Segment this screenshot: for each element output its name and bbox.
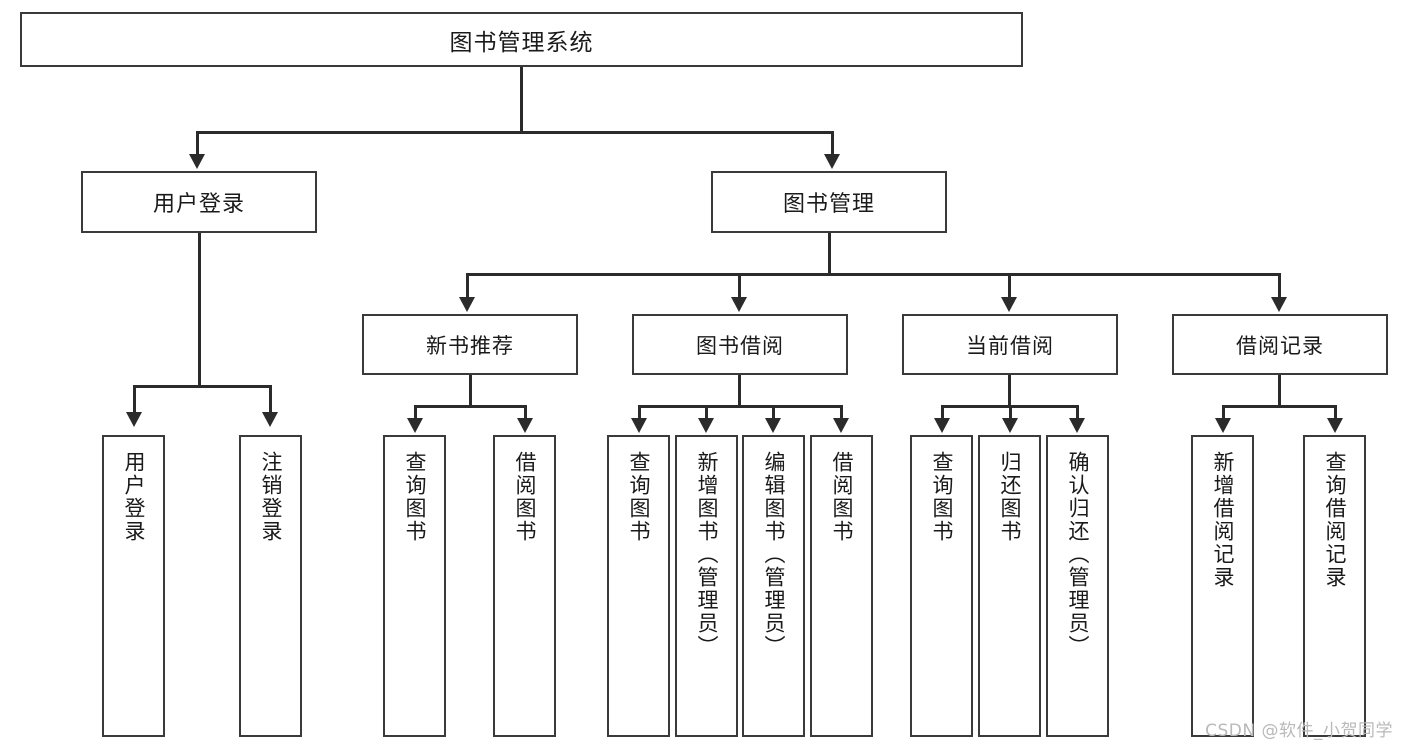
node-label: 图书管理系统 bbox=[449, 29, 594, 56]
node-user-login[interactable]: 用户登录 bbox=[81, 171, 317, 233]
node-label: 新书推荐 bbox=[426, 333, 514, 358]
arrow-current-borrow-leaf-2 bbox=[1002, 418, 1018, 433]
leaf-current-borrow-1[interactable]: 查询图书 bbox=[910, 435, 973, 737]
leaf-label: 归还图书 bbox=[997, 451, 1022, 543]
connector-book-borrow-leaf-2 bbox=[705, 405, 708, 421]
connector-to-current-borrow bbox=[1008, 273, 1011, 300]
arrow-new-book-leaf-1 bbox=[407, 418, 423, 433]
leaf-book-borrow-1[interactable]: 查询图书 bbox=[607, 435, 670, 737]
connector-root-to-book-manage bbox=[831, 131, 834, 157]
leaf-label: 编辑图书（管理员） bbox=[761, 451, 786, 658]
connector-root-to-user-login bbox=[196, 131, 199, 157]
leaf-label: 新增借阅记录 bbox=[1210, 451, 1235, 589]
leaf-label: 新增图书（管理员） bbox=[694, 451, 719, 658]
connector-current-borrow-leaf-3 bbox=[1076, 405, 1079, 421]
node-new-book-recommend[interactable]: 新书推荐 bbox=[362, 314, 578, 375]
connector-new-book-trunk bbox=[469, 375, 472, 405]
connector-book-borrow-leaf-4 bbox=[840, 405, 843, 421]
connector-book-borrow-leaf-3 bbox=[772, 405, 775, 421]
watermark: CSDN @软件_小贺同学 bbox=[1205, 721, 1393, 741]
leaf-label: 用户登录 bbox=[121, 451, 146, 543]
node-label: 当前借阅 bbox=[966, 333, 1054, 358]
node-label: 图书借阅 bbox=[696, 333, 784, 358]
arrow-user-login-leaf-2 bbox=[262, 412, 278, 427]
arrow-user-login-leaf-1 bbox=[126, 412, 142, 427]
node-book-management[interactable]: 图书管理 bbox=[711, 171, 947, 233]
arrow-to-book-borrow bbox=[731, 297, 747, 312]
connector-root-bus bbox=[196, 131, 833, 134]
arrow-root-to-book-manage bbox=[824, 154, 840, 169]
leaf-label: 查询图书 bbox=[626, 451, 651, 543]
connector-root-trunk bbox=[520, 67, 523, 131]
leaf-new-book-2[interactable]: 借阅图书 bbox=[493, 435, 556, 737]
leaf-label: 查询借阅记录 bbox=[1322, 451, 1347, 589]
connector-new-book-leaf-1 bbox=[414, 405, 417, 421]
arrow-book-borrow-leaf-1 bbox=[631, 418, 647, 433]
connector-to-book-borrow bbox=[738, 273, 741, 300]
leaf-user-login-1[interactable]: 用户登录 bbox=[102, 435, 165, 737]
leaf-label: 查询图书 bbox=[929, 451, 954, 543]
connector-book-manage-bus bbox=[466, 273, 1280, 276]
connector-borrow-record-leaf-1 bbox=[1222, 405, 1225, 421]
arrow-borrow-record-leaf-2 bbox=[1327, 418, 1343, 433]
leaf-book-borrow-3[interactable]: 编辑图书（管理员） bbox=[742, 435, 805, 737]
leaf-new-book-1[interactable]: 查询图书 bbox=[383, 435, 446, 737]
arrow-new-book-leaf-2 bbox=[517, 418, 533, 433]
connector-user-login-leaf-2 bbox=[269, 385, 272, 416]
leaf-book-borrow-4[interactable]: 借阅图书 bbox=[810, 435, 873, 737]
connector-to-new-book bbox=[466, 273, 469, 300]
connector-book-borrow-bus bbox=[638, 405, 842, 408]
leaf-label: 确认归还（管理员） bbox=[1065, 451, 1090, 658]
connector-borrow-record-leaf-2 bbox=[1334, 405, 1337, 421]
connector-user-login-leaf-1 bbox=[133, 385, 136, 416]
node-label: 图书管理 bbox=[782, 192, 875, 217]
connector-book-borrow-trunk bbox=[738, 375, 741, 405]
node-root-system[interactable]: 图书管理系统 bbox=[20, 12, 1023, 67]
connector-current-borrow-leaf-2 bbox=[1009, 405, 1012, 421]
arrow-book-borrow-leaf-3 bbox=[765, 418, 781, 433]
connector-new-book-bus bbox=[414, 405, 526, 408]
arrow-to-borrow-record bbox=[1271, 297, 1287, 312]
leaf-label: 借阅图书 bbox=[512, 451, 537, 543]
leaf-label: 借阅图书 bbox=[829, 451, 854, 543]
arrow-root-to-user-login bbox=[189, 154, 205, 169]
leaf-label: 注销登录 bbox=[258, 451, 283, 543]
connector-borrow-record-trunk bbox=[1278, 375, 1281, 405]
node-book-borrow[interactable]: 图书借阅 bbox=[632, 314, 848, 375]
connector-to-borrow-record bbox=[1278, 273, 1281, 300]
node-current-borrow[interactable]: 当前借阅 bbox=[902, 314, 1118, 375]
arrow-current-borrow-leaf-3 bbox=[1069, 418, 1085, 433]
connector-new-book-leaf-2 bbox=[524, 405, 527, 421]
connector-borrow-record-bus bbox=[1222, 405, 1336, 408]
arrow-book-borrow-leaf-4 bbox=[833, 418, 849, 433]
leaf-borrow-record-2[interactable]: 查询借阅记录 bbox=[1303, 435, 1366, 737]
leaf-current-borrow-3[interactable]: 确认归还（管理员） bbox=[1046, 435, 1109, 737]
leaf-label: 查询图书 bbox=[402, 451, 427, 543]
connector-current-borrow-leaf-1 bbox=[941, 405, 944, 421]
leaf-user-login-2[interactable]: 注销登录 bbox=[239, 435, 302, 737]
arrow-current-borrow-leaf-1 bbox=[934, 418, 950, 433]
connector-current-borrow-trunk bbox=[1008, 375, 1011, 405]
arrow-book-borrow-leaf-2 bbox=[698, 418, 714, 433]
leaf-borrow-record-1[interactable]: 新增借阅记录 bbox=[1191, 435, 1254, 737]
leaf-current-borrow-2[interactable]: 归还图书 bbox=[978, 435, 1041, 737]
leaf-book-borrow-2[interactable]: 新增图书（管理员） bbox=[675, 435, 738, 737]
node-label: 用户登录 bbox=[152, 192, 245, 217]
connector-book-manage-trunk bbox=[828, 233, 831, 273]
connector-user-login-trunk bbox=[198, 233, 201, 385]
node-borrow-record[interactable]: 借阅记录 bbox=[1172, 314, 1388, 375]
arrow-to-new-book bbox=[459, 297, 475, 312]
connector-user-login-bus bbox=[133, 385, 271, 388]
arrow-borrow-record-leaf-1 bbox=[1215, 418, 1231, 433]
node-label: 借阅记录 bbox=[1236, 333, 1324, 358]
connector-book-borrow-leaf-1 bbox=[638, 405, 641, 421]
arrow-to-current-borrow bbox=[1001, 297, 1017, 312]
